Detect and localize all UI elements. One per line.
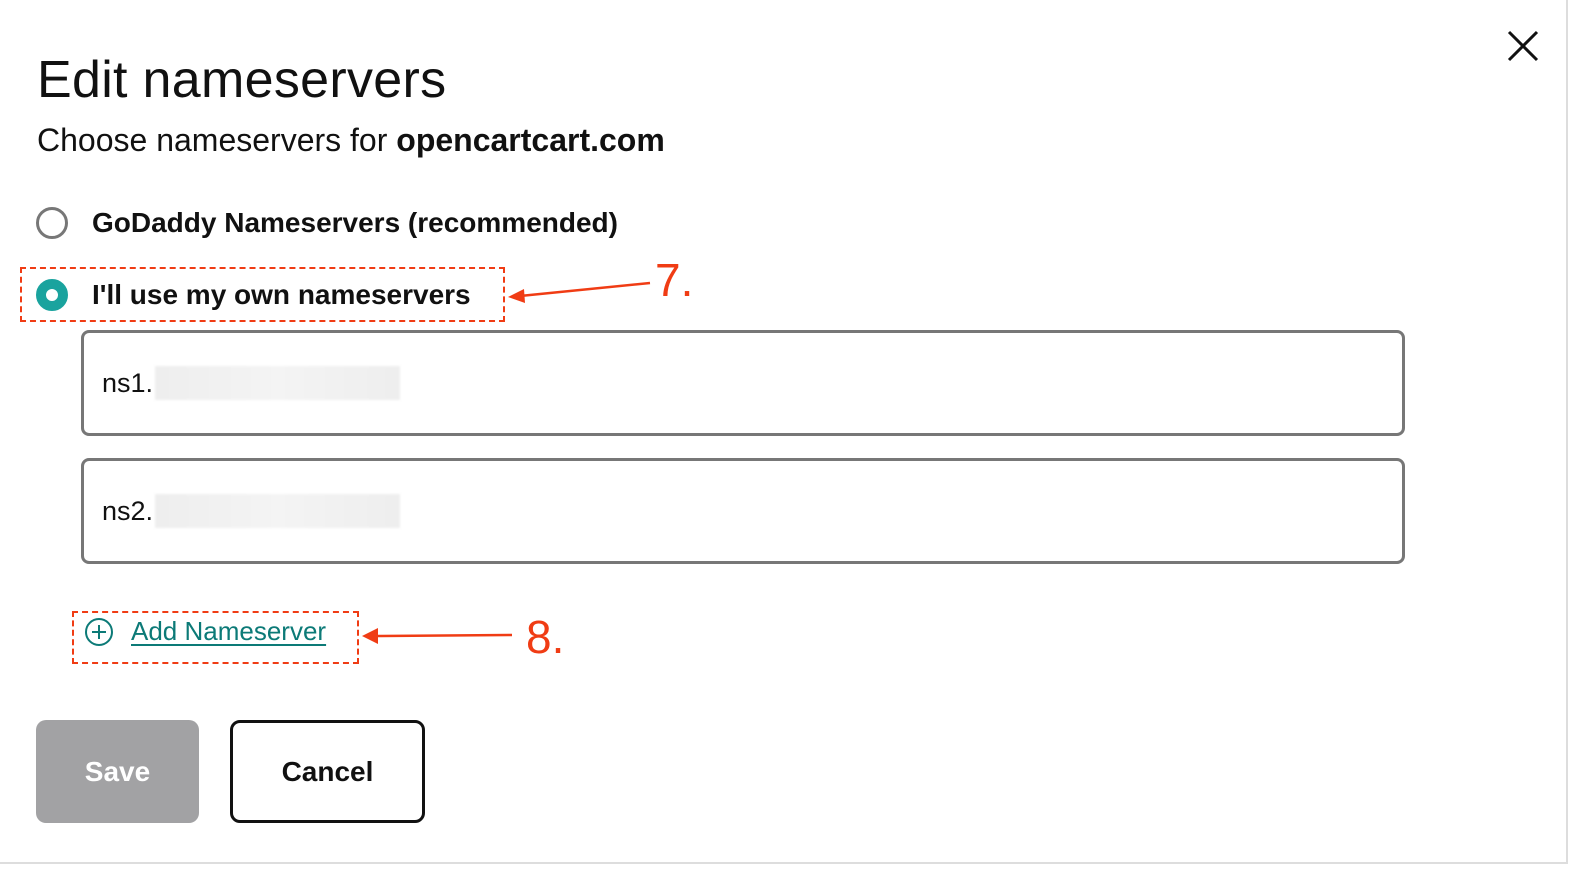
annotation-box-7 [20, 267, 505, 322]
dialog-subtitle: Choose nameservers for opencartcart.com [37, 122, 665, 159]
domain-name: opencartcart.com [396, 122, 665, 158]
redacted-text [155, 494, 401, 528]
arrow-7 [508, 281, 651, 303]
plus-circle-icon [85, 617, 113, 646]
annotation-step-7: 7. [655, 254, 694, 306]
add-nameserver-label: Add Nameserver [131, 616, 327, 646]
dialog-title: Edit nameservers [37, 51, 447, 109]
cancel-button[interactable]: Cancel [230, 720, 425, 823]
radio-godaddy-nameservers[interactable]: GoDaddy Nameservers (recommended) [36, 207, 618, 239]
annotation-box-8 [72, 611, 359, 664]
close-icon[interactable] [1505, 28, 1541, 64]
nameserver-1-value: ns1. [102, 367, 154, 398]
radio-label: GoDaddy Nameservers (recommended) [92, 207, 618, 238]
radio-label: I'll use my own nameservers [92, 279, 471, 310]
save-button[interactable]: Save [36, 720, 199, 823]
radio-own-nameservers[interactable]: I'll use my own nameservers [36, 279, 471, 311]
subtitle-prefix: Choose nameservers for [37, 122, 397, 158]
radio-button-selected[interactable] [36, 279, 68, 311]
annotation-step-8: 8. [526, 611, 565, 663]
radio-button[interactable] [36, 207, 68, 239]
nameserver-1-input[interactable]: ns1. [81, 330, 1405, 436]
add-nameserver-link[interactable]: Add Nameserver [85, 616, 326, 647]
redacted-text [155, 366, 401, 400]
nameserver-2-value: ns2. [102, 495, 154, 526]
arrow-8 [362, 628, 513, 644]
nameserver-2-input[interactable]: ns2. [81, 458, 1405, 564]
